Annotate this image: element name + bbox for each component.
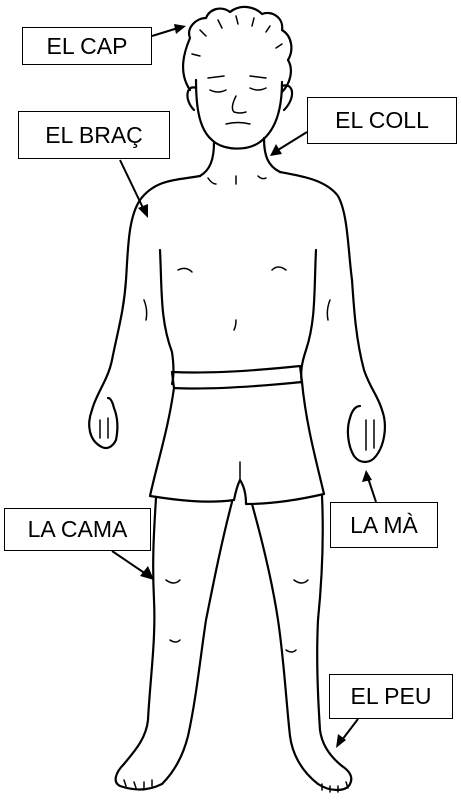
- arrow-cama: [112, 551, 154, 580]
- arrow-cap: [152, 24, 186, 36]
- label-el-peu: EL PEU: [329, 674, 453, 719]
- label-el-cap: EL CAP: [22, 27, 152, 65]
- right-foot: [318, 766, 351, 790]
- label-el-coll: EL COLL: [307, 97, 457, 144]
- right-leg: [252, 504, 318, 784]
- arrow-ma: [362, 470, 376, 502]
- arrow-coll: [270, 132, 307, 156]
- left-foot: [116, 764, 162, 790]
- label-la-cama: LA CAMA: [4, 508, 151, 551]
- waistband: [172, 366, 302, 389]
- face: [196, 80, 282, 149]
- arrow-peu: [336, 719, 358, 748]
- label-el-brac: EL BRAÇ: [18, 111, 170, 159]
- arrow-brac: [120, 160, 148, 218]
- neck: [200, 142, 214, 176]
- shorts: [150, 382, 324, 504]
- label-la-ma: LA MÀ: [330, 502, 438, 548]
